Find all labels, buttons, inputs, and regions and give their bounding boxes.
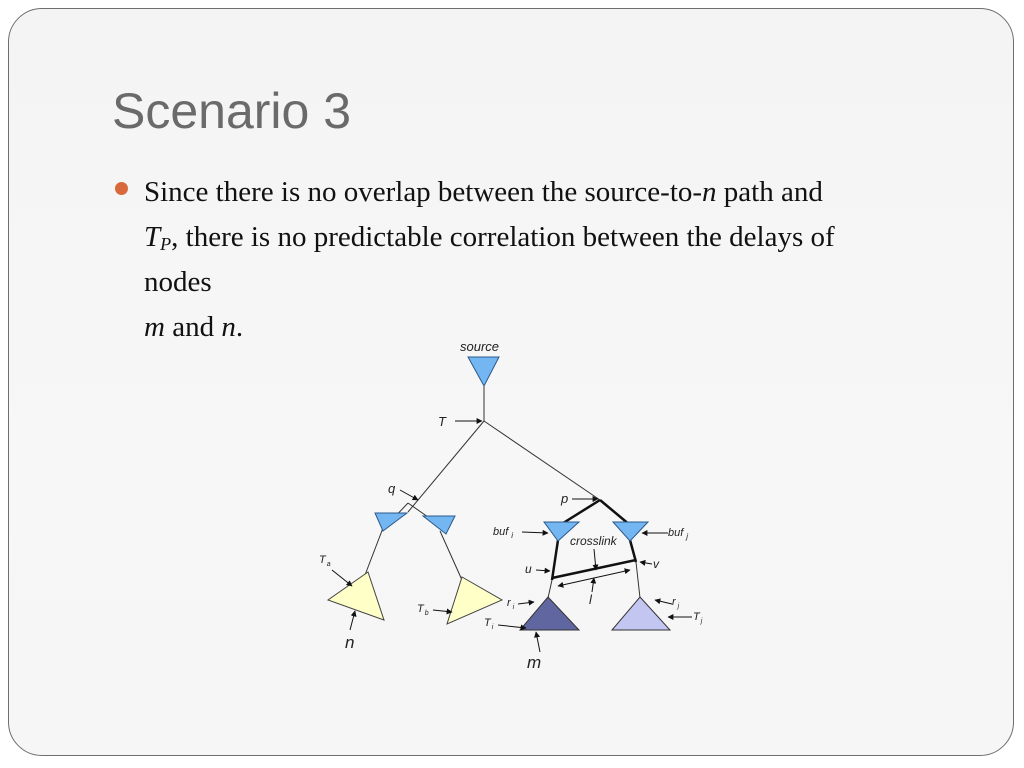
label-sub-b: b	[425, 610, 429, 617]
label-T: T	[319, 554, 327, 566]
edge-b-yellow	[439, 530, 463, 581]
label-T: T	[438, 414, 447, 429]
arrow-T-a	[331, 569, 353, 587]
edge-u-dark	[547, 579, 553, 599]
edge-root-left	[407, 420, 485, 513]
label-T-j: Tj	[693, 611, 703, 625]
edge-j-v	[628, 539, 638, 563]
edge-p-right	[599, 499, 631, 526]
arrow-T-i	[497, 624, 527, 631]
arrow-T-b	[432, 608, 453, 615]
label-T-a: Ta	[319, 554, 331, 568]
label-p: p	[560, 491, 568, 506]
arrow-n	[349, 610, 357, 631]
arrow-u	[535, 567, 551, 574]
label-buf: buf	[668, 527, 684, 539]
subtree-b	[446, 576, 504, 625]
text-subscript-p: P	[160, 234, 172, 254]
crosslink-edge	[551, 558, 637, 580]
bullet-marker	[115, 182, 128, 195]
arrow-r-j	[654, 598, 673, 605]
text-segment: , there is no predictable correlation be…	[171, 221, 835, 253]
edge-i-u	[550, 539, 560, 581]
tree-node-i	[543, 521, 581, 542]
label-T: T	[417, 603, 425, 615]
label-T: T	[693, 611, 701, 623]
label-sub-j: j	[677, 603, 680, 610]
slide-title: Scenario 3	[112, 83, 352, 139]
text-segment: .	[235, 311, 244, 343]
tree-node-b	[421, 515, 456, 535]
text-italic-n: n	[702, 176, 717, 208]
label-sub-i: i	[513, 604, 515, 611]
arrow-r-i	[517, 599, 535, 606]
text-italic-T: T	[144, 221, 161, 253]
edge-p-left	[559, 498, 601, 527]
tree-node-j	[611, 521, 650, 542]
slide-frame	[8, 8, 1014, 756]
label-v: v	[653, 557, 660, 571]
label-q: q	[388, 481, 396, 496]
label-T-i: Ti	[484, 617, 494, 631]
arrow-v	[639, 559, 653, 566]
subtree-i	[518, 596, 581, 631]
text-segment: and	[164, 311, 222, 343]
subtree-j	[610, 596, 672, 631]
subtree-a	[326, 571, 385, 621]
label-source: source	[460, 339, 499, 354]
edge-v-light	[635, 561, 641, 599]
label-sub-j: j	[685, 532, 688, 541]
text-italic-m: m	[144, 311, 165, 343]
label-r: r	[507, 597, 512, 609]
label-sub-i: i	[511, 531, 513, 540]
label-r: r	[672, 596, 677, 608]
edge-a-yellow	[364, 527, 384, 576]
tree-node-a	[374, 512, 409, 532]
arrow-buf-i	[521, 529, 549, 536]
label-u: u	[525, 562, 532, 576]
label-l: l	[589, 592, 593, 607]
label-n: n	[345, 633, 354, 652]
arrow-crosslink	[592, 548, 599, 571]
label-sub-i: i	[492, 624, 494, 631]
label-crosslink: crosslink	[570, 534, 618, 548]
label-buf: buf	[493, 526, 509, 538]
text-segment: path and	[716, 176, 823, 208]
text-segment: Since there is no overlap between the so…	[144, 176, 703, 208]
label-sub-j: j	[700, 618, 703, 625]
bullet-text: Since there is no overlap between the so…	[144, 170, 964, 350]
label-m: m	[527, 653, 541, 672]
arrow-m	[534, 631, 541, 653]
source-node	[467, 356, 500, 388]
label-sub-a: a	[327, 561, 331, 568]
text-segment: nodes	[144, 266, 212, 298]
edge-root-right	[483, 420, 601, 501]
label-T: T	[484, 617, 492, 629]
arrow-q	[399, 489, 419, 501]
label-T-b: Tb	[417, 603, 429, 617]
text-italic-n: n	[221, 311, 236, 343]
arrow-l	[590, 577, 597, 593]
